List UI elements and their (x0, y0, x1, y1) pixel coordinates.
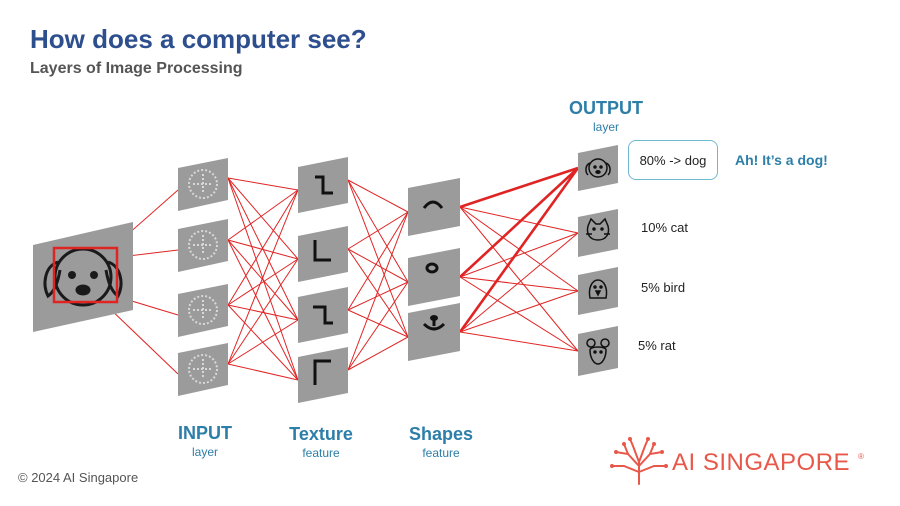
input-panel (178, 343, 228, 396)
bird-icon (588, 279, 608, 299)
shapes-sub-label: feature (422, 446, 460, 460)
connection-line (459, 276, 579, 292)
logo-text: AI SINGAPORE (672, 449, 851, 476)
texture-sub-label: feature (302, 446, 340, 460)
dog-icon (585, 158, 611, 178)
rat-icon (586, 338, 610, 365)
connection-line (347, 211, 409, 371)
input-panel (178, 284, 228, 337)
output-label: OUTPUT (569, 98, 643, 118)
connection-line (459, 290, 579, 333)
connection-line (347, 281, 409, 371)
connection-line (459, 206, 579, 352)
connection-line (227, 189, 299, 365)
source-image (33, 222, 133, 332)
connection-line (347, 336, 409, 371)
connection-line (347, 179, 409, 338)
focus-box (52, 246, 119, 304)
connection-line (227, 177, 299, 260)
input-sub-label: layer (191, 445, 218, 459)
prediction-rat: 5% rat (638, 338, 676, 353)
connection-line (459, 206, 579, 234)
texture-panel (298, 287, 348, 343)
texture-label: Texture (289, 424, 353, 444)
texture-panel (298, 347, 348, 403)
shape-panel (408, 248, 460, 306)
shape-panel (408, 303, 460, 361)
connection-line (459, 331, 579, 352)
shapes-layer-panels (408, 178, 460, 361)
connection-line (227, 189, 299, 306)
connection-line (347, 179, 409, 213)
connection-line (227, 177, 299, 191)
output-panel-cat (578, 209, 618, 257)
texture-panel (298, 157, 348, 213)
shapes-layer-label: Shapes feature (409, 424, 473, 460)
connection-line (227, 363, 299, 381)
connection-line (227, 258, 299, 306)
output-layer-label: OUTPUT layer (569, 98, 643, 134)
connection-line (347, 211, 409, 250)
connection-line (227, 189, 299, 241)
output-layer-panels (578, 145, 618, 376)
input-layer-label: INPUT layer (178, 423, 232, 459)
page-subtitle: Layers of Image Processing (30, 60, 243, 77)
output-panel-dog (578, 145, 618, 191)
connection-line (459, 232, 579, 278)
shapes-label: Shapes (408, 424, 474, 444)
connection-line (227, 304, 299, 321)
output-sub-label: layer (592, 120, 619, 134)
connection-line (347, 248, 409, 283)
connection-line (347, 248, 409, 338)
texture-panel (298, 226, 348, 282)
connections (105, 166, 580, 381)
connection-line (227, 258, 299, 365)
connection-line (458, 167, 580, 333)
connection-line (227, 177, 299, 381)
prediction-dog: 80% -> dog (639, 152, 707, 168)
connection-line (105, 304, 179, 375)
connection-line (347, 281, 409, 311)
connection-line (347, 309, 409, 338)
ai-singapore-logo-icon (610, 437, 668, 485)
cat-icon (586, 217, 610, 241)
connection-line (459, 232, 579, 333)
logo-registered-mark: ® (858, 452, 864, 461)
connection-line (459, 276, 579, 352)
top-prediction-box: 80% -> dog (628, 140, 718, 180)
connection-line (459, 167, 579, 278)
copyright: © 2024 AI Singapore (18, 470, 139, 485)
connection-line (227, 319, 299, 365)
connection-line (347, 211, 409, 311)
answer-text: Ah! It’s a dog! (735, 152, 828, 168)
texture-layer-panels (298, 157, 348, 403)
output-panel-bird (578, 267, 618, 315)
prediction-bird: 5% bird (641, 280, 686, 295)
connection-line (227, 239, 299, 260)
connection-line (227, 239, 299, 381)
page-title: How does a computer see? (30, 24, 367, 54)
connection-line (459, 166, 579, 209)
connection-line (227, 239, 299, 321)
input-panel (178, 158, 228, 211)
input-panel (178, 219, 228, 272)
texture-layer-label: Texture feature (289, 424, 353, 460)
prediction-cat: 10% cat (641, 220, 688, 235)
input-label: INPUT (178, 423, 232, 443)
shape-panel (408, 178, 460, 236)
input-layer-panels (178, 158, 228, 396)
output-panel-rat (578, 326, 618, 376)
